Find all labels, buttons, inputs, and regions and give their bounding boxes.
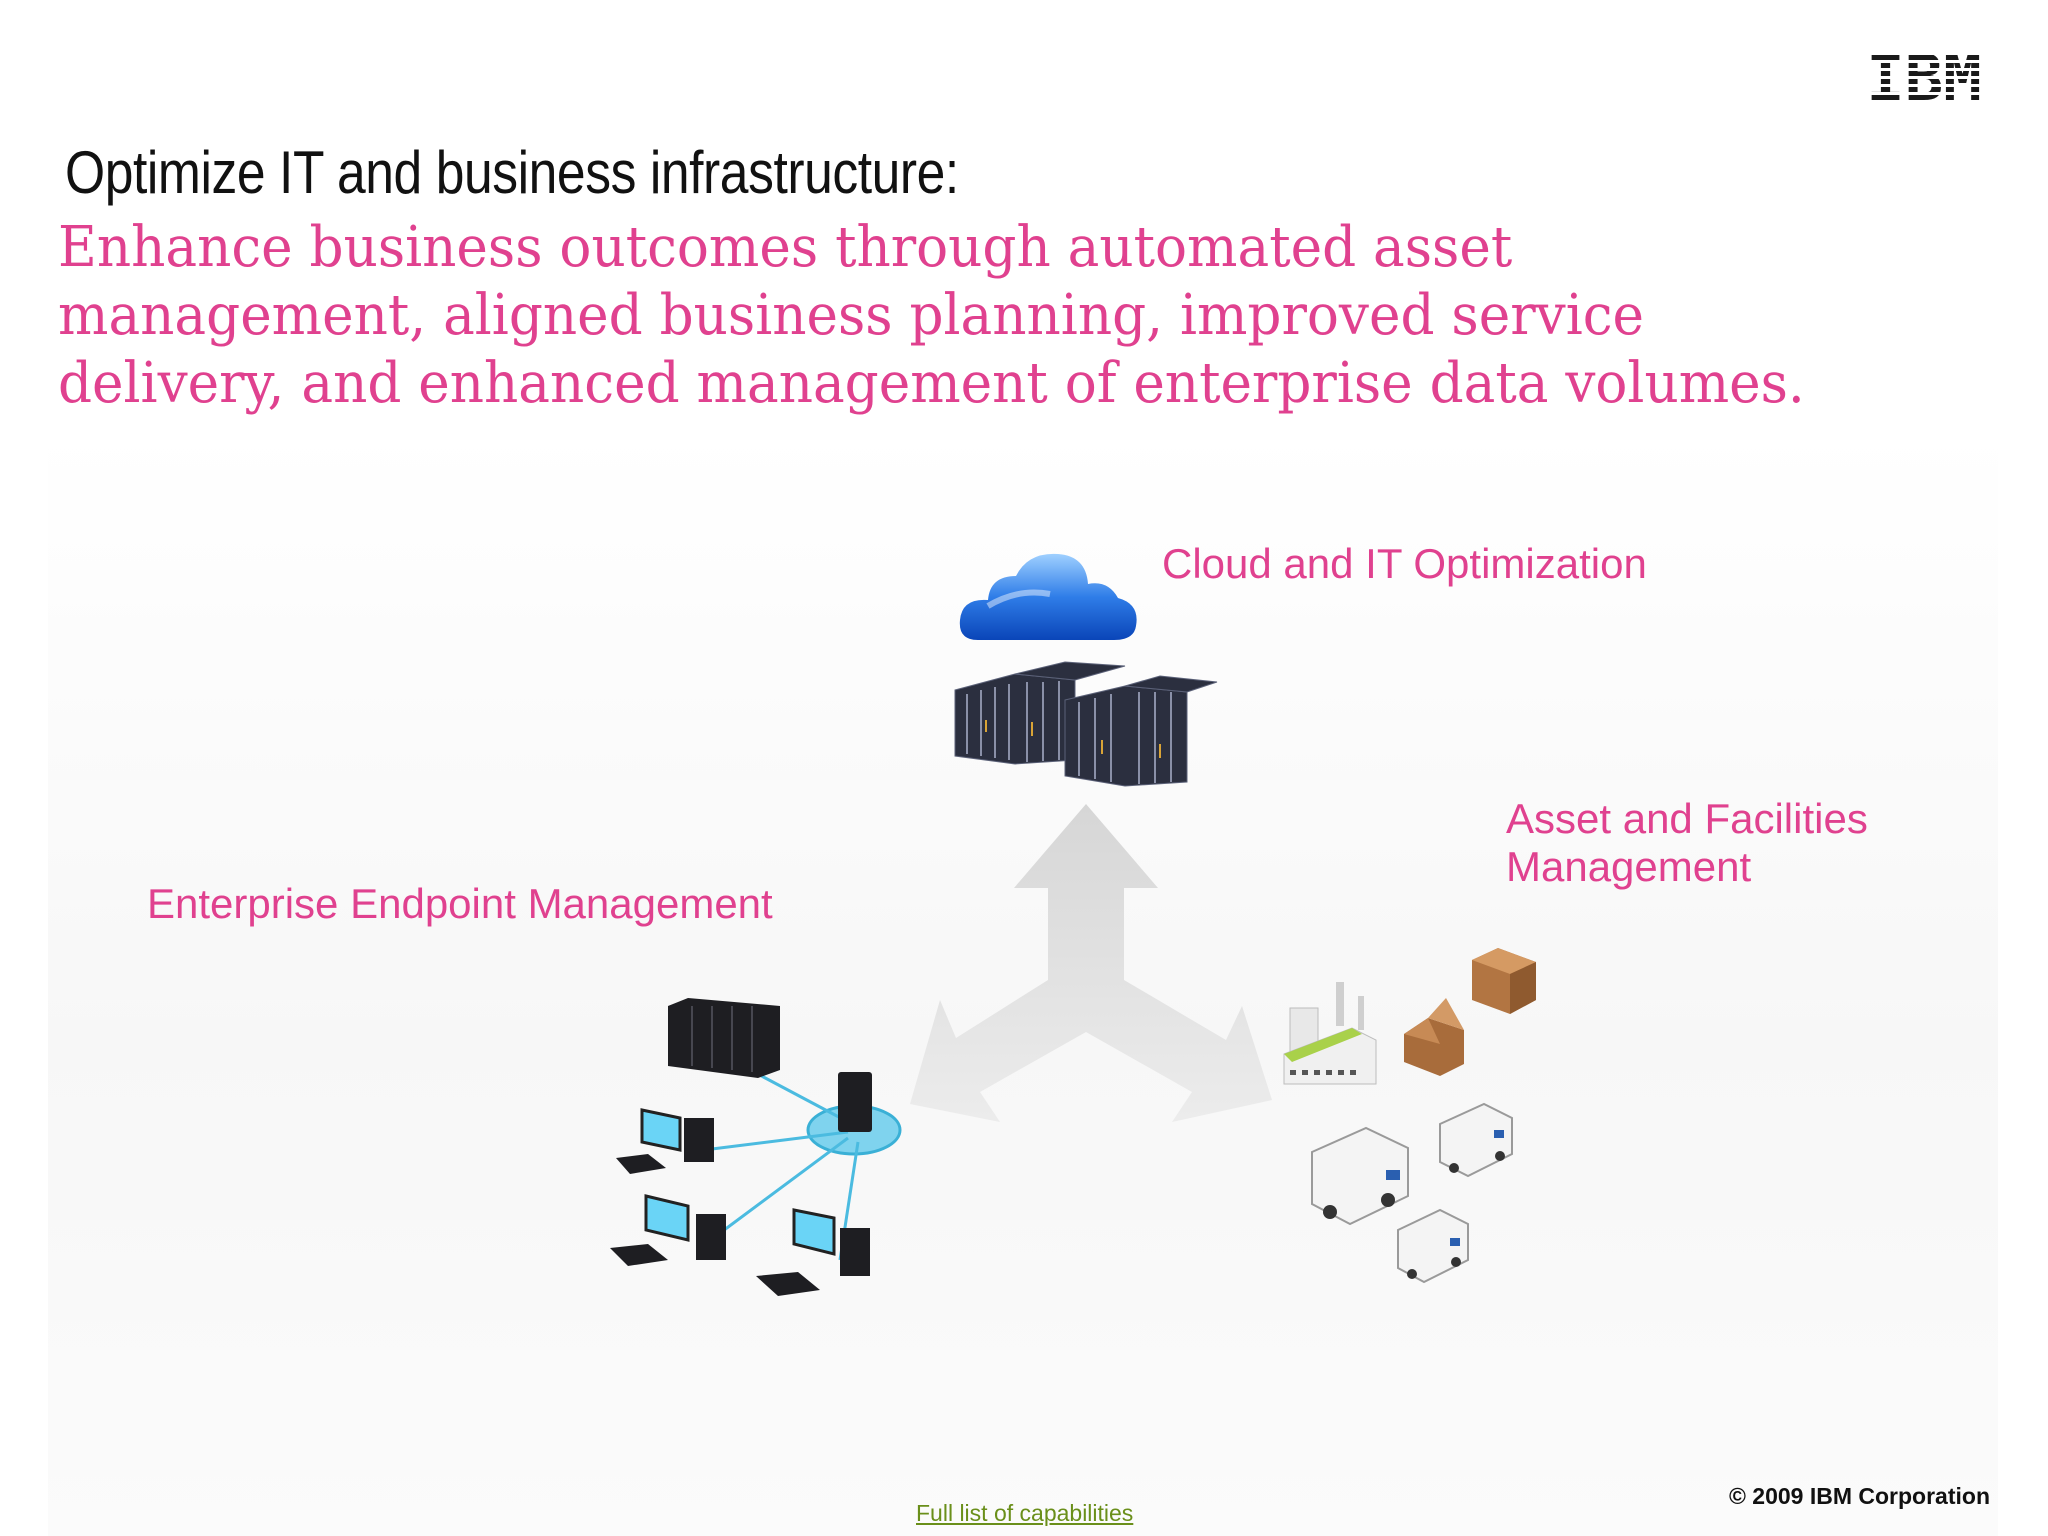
cloud-icon [959, 553, 1137, 640]
copyright-text: © 2009 IBM Corporation [1728, 1483, 1990, 1509]
slide-subtitle: Enhance business outcomes through automa… [58, 215, 1805, 416]
delivery-trucks-icon [1311, 1102, 1513, 1284]
cloud-it-optimization-label: Cloud and IT Optimization [1162, 540, 1647, 587]
enterprise-endpoint-management-label: Enterprise Endpoint Management [147, 880, 773, 927]
ibm-logo: IBM [1866, 46, 1982, 106]
network-endpoints-icon [610, 998, 902, 1296]
three-way-arrow-icon [910, 804, 1272, 1122]
server-racks-icon [954, 661, 1218, 787]
slide-title: Optimize IT and business infrastructure: [65, 139, 959, 206]
svg-text:IBM: IBM [1866, 46, 1982, 106]
boxes-icon [1404, 948, 1536, 1076]
asset-facilities-management-label: Asset and Facilities Management [1506, 795, 1868, 890]
full-capabilities-link[interactable]: Full list of capabilities [916, 1500, 1134, 1526]
factory-icon [1283, 982, 1377, 1085]
